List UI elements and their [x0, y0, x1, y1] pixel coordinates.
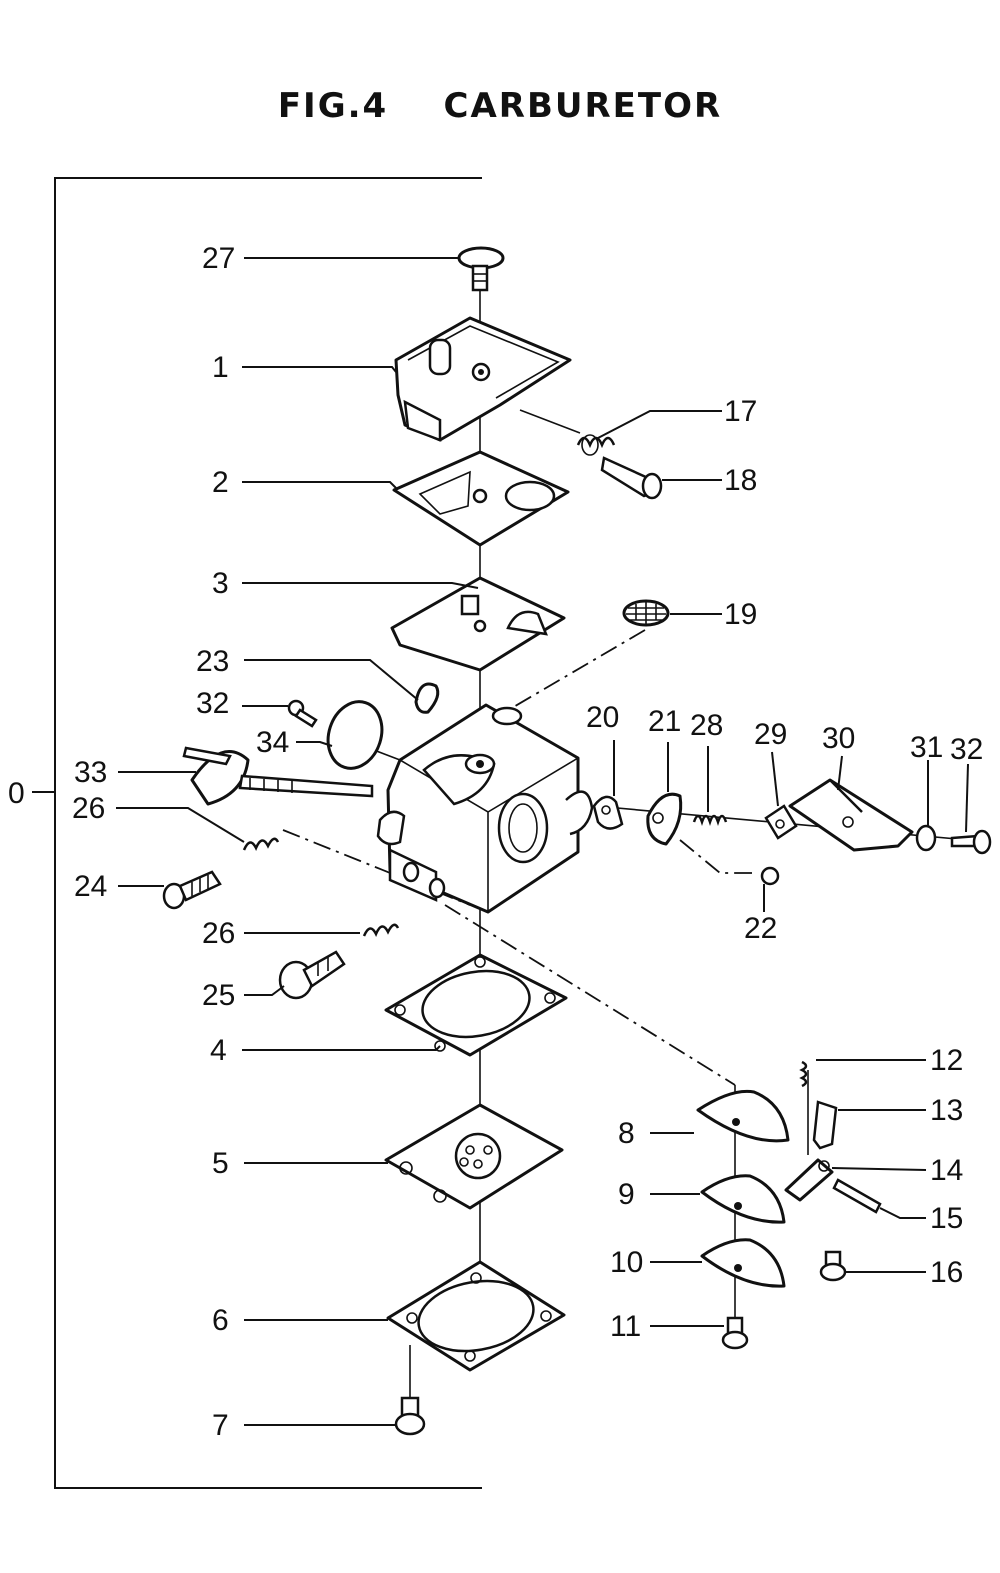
part-26-spring-lower	[362, 923, 400, 937]
part-4-gasket	[384, 953, 568, 1057]
callout-14: 14	[930, 1154, 963, 1187]
callout-26-upper: 26	[72, 792, 105, 825]
callout-30: 30	[822, 722, 855, 755]
callout-21: 21	[648, 705, 681, 738]
callout-12: 12	[930, 1044, 963, 1077]
figure-title: FIG.4 CARBURETOR	[277, 86, 723, 126]
callout-10: 10	[610, 1246, 643, 1279]
callout-18: 18	[724, 464, 757, 497]
part-14-lever-arm	[784, 1158, 834, 1202]
part-28-spring	[692, 814, 728, 826]
part-2-gasket	[392, 450, 570, 547]
callout-22: 22	[744, 912, 777, 945]
callout-25: 25	[202, 979, 235, 1012]
part-32-screw	[287, 699, 318, 728]
callout-9: 9	[618, 1178, 635, 1211]
part-26-spring-upper	[242, 837, 280, 851]
part-11-screw	[721, 1316, 749, 1350]
callout-19: 19	[724, 598, 757, 631]
callout-27: 27	[202, 242, 235, 275]
part-32-screw-right	[950, 829, 992, 855]
part-13-inlet-needle	[812, 1100, 838, 1150]
part-21-lever	[646, 792, 683, 846]
callout-8: 8	[618, 1117, 635, 1150]
part-6-diaphragm-cover	[386, 1260, 566, 1372]
callout-4: 4	[210, 1034, 227, 1067]
callout-1: 1	[212, 351, 229, 384]
part-9-lever	[700, 1174, 786, 1224]
callout-32-left: 32	[196, 687, 229, 720]
part-10-lever	[700, 1238, 786, 1288]
callout-17: 17	[724, 395, 757, 428]
part-19-filter-screen	[622, 599, 670, 627]
part-31-washer	[915, 824, 937, 852]
callout-6: 6	[212, 1304, 229, 1337]
leader-lines	[116, 257, 969, 1426]
callout-labels: 27 1 17 18 2 3 19 23 32 34 20 21 28 29 3…	[72, 242, 983, 1442]
part-30-choke-lever	[788, 778, 914, 852]
part-33-throttle-shaft	[182, 746, 374, 806]
callout-31: 31	[910, 731, 943, 764]
callout-29: 29	[754, 718, 787, 751]
part-23-clip	[414, 682, 440, 714]
part-3-metering-plate	[390, 576, 566, 672]
callout-28: 28	[690, 709, 723, 742]
callout-16: 16	[930, 1256, 963, 1289]
callout-15: 15	[930, 1202, 963, 1235]
callout-7: 7	[212, 1409, 229, 1442]
part-7-screw	[394, 1396, 426, 1436]
assembly-bracket	[32, 177, 482, 1489]
part-8-valve-lever	[696, 1089, 790, 1143]
part-24-idle-screw	[162, 870, 222, 910]
callout-20: 20	[586, 701, 619, 734]
part-16-screw	[819, 1250, 847, 1282]
carburetor-body	[376, 703, 594, 914]
callout-24: 24	[74, 870, 107, 903]
callout-11: 11	[610, 1310, 641, 1343]
part-15-pin	[832, 1178, 882, 1214]
part-20-washer	[592, 795, 624, 830]
callout-5: 5	[212, 1147, 229, 1180]
part-12-spring	[799, 1060, 808, 1088]
callout-13: 13	[930, 1094, 963, 1127]
part-29-bracket	[764, 804, 798, 840]
part-17-spring	[576, 434, 616, 456]
part-25-adjust-screw	[278, 950, 346, 1000]
callout-23: 23	[196, 645, 229, 678]
part-34-throttle-disk	[326, 700, 384, 770]
callout-33: 33	[74, 756, 107, 789]
callout-26-lower: 26	[202, 917, 235, 950]
callout-32-right: 32	[950, 733, 983, 766]
assembly-number: 0	[8, 777, 25, 810]
part-22-screw	[760, 866, 780, 886]
part-27-cover-screw	[457, 246, 505, 292]
callout-34: 34	[256, 726, 289, 759]
callout-3: 3	[212, 567, 229, 600]
callout-2: 2	[212, 466, 229, 499]
part-5-diaphragm	[384, 1103, 564, 1210]
part-18-adjust-needle	[600, 456, 663, 500]
part-1-pump-cover	[394, 316, 572, 442]
